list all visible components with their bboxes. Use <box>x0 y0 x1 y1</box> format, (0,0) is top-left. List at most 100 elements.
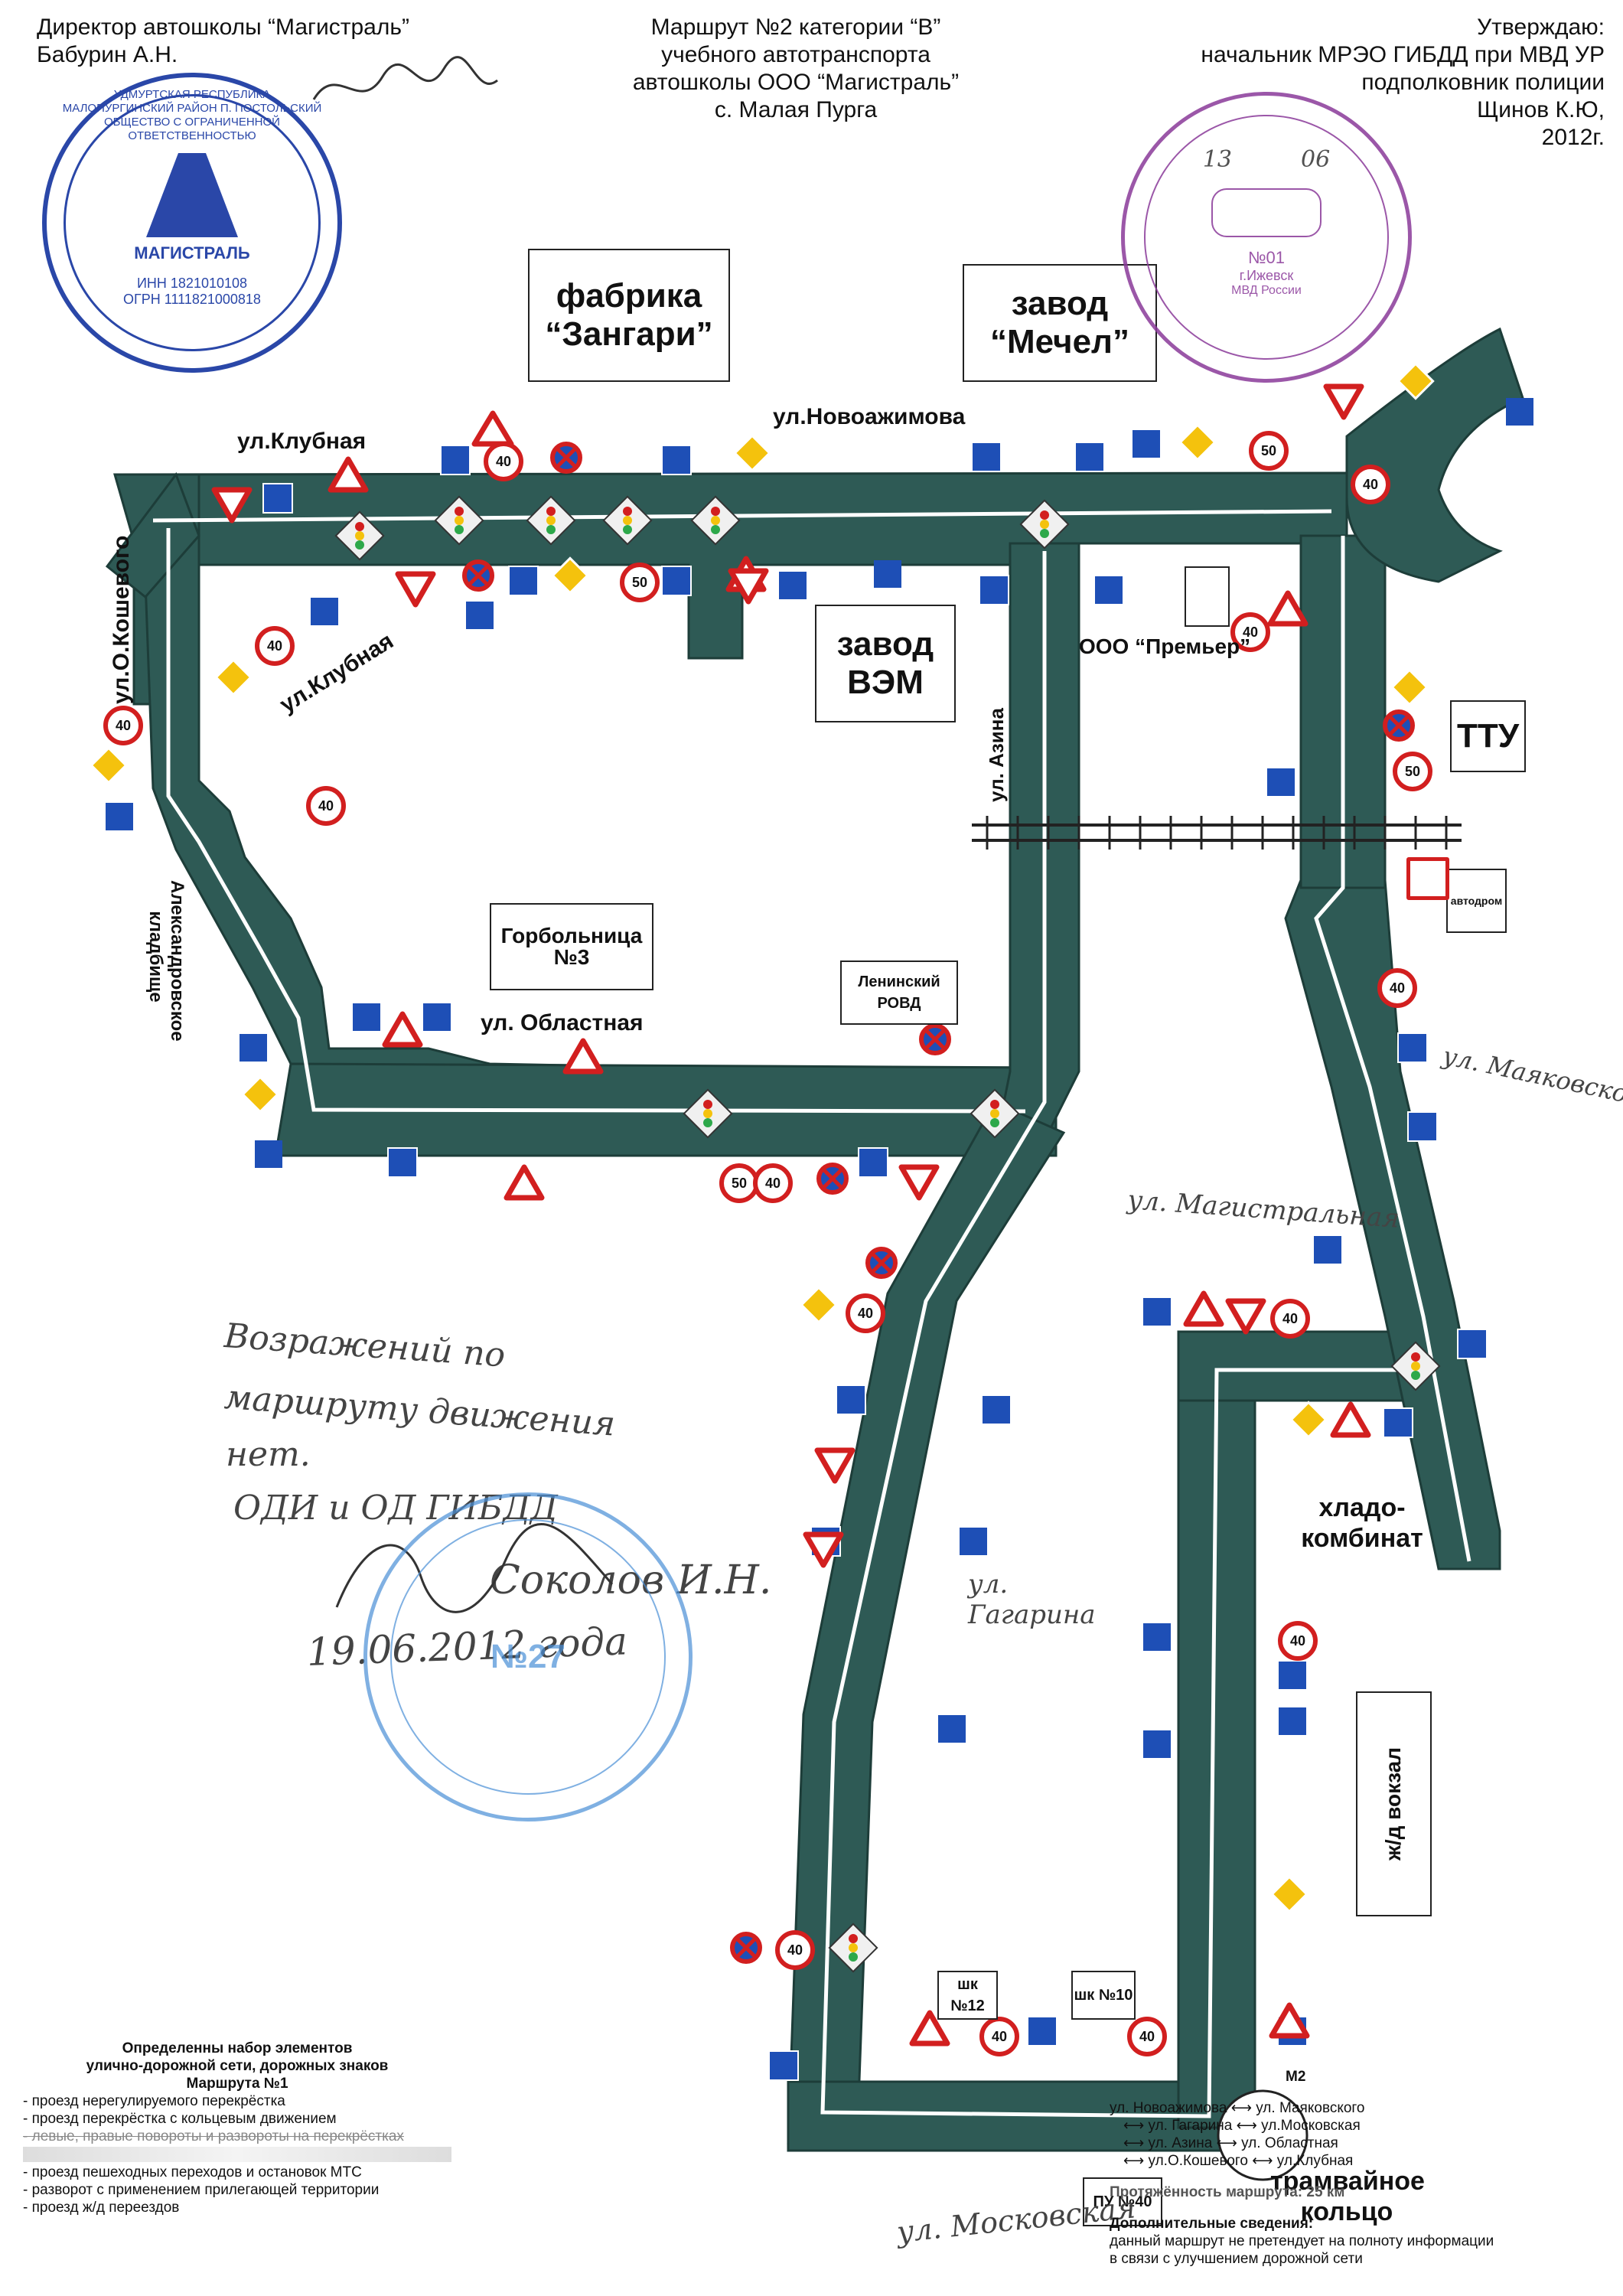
street-kladbishche: Александровское кладбище <box>145 880 187 1042</box>
pedestrian-crossing-icon <box>661 566 692 596</box>
building-pu40: ПУ №40 <box>1083 2177 1162 2226</box>
warning-triangle-icon <box>1183 1290 1224 1327</box>
give-way-icon <box>898 1164 940 1201</box>
speed-limit-40-icon: 40 <box>255 626 295 666</box>
speed-limit-40-icon: 40 <box>775 1930 815 1970</box>
legend-title-3: Маршрута №1 <box>186 2076 288 2092</box>
legend: Определенны набор элементов улично-дорож… <box>23 2040 451 2216</box>
pedestrian-crossing-icon <box>238 1032 269 1063</box>
no-stopping-icon <box>462 559 494 592</box>
m2-line: ⟷ ул.О.Кошевого ⟷ ул.Клубная <box>1123 2153 1354 2169</box>
speed-limit-50-icon: 50 <box>1249 431 1289 471</box>
traffic-light-icon <box>683 1088 733 1139</box>
fuel-station-icon <box>874 560 901 588</box>
speed-limit-40-icon: 40 <box>1278 1621 1318 1661</box>
warning-triangle-icon <box>1330 1401 1371 1438</box>
handwritten-gagarina: ул. Гагарина <box>968 1569 1096 1630</box>
pedestrian-crossing-icon <box>104 801 135 832</box>
fuel-station-icon <box>779 572 807 599</box>
give-way-signs <box>211 383 1364 1568</box>
pedestrian-crossing-icon <box>1277 1660 1308 1691</box>
speed-limit-50-icon: 50 <box>1393 752 1432 791</box>
priority-road-icon <box>733 434 771 472</box>
priority-road-icon <box>241 1075 279 1114</box>
give-way-icon <box>1225 1298 1266 1335</box>
building-tty: ТТУ <box>1450 700 1526 772</box>
m2-line: ул. Новоажимова ⟷ ул. Маяковского <box>1110 2100 1365 2116</box>
street-oblastnaya: ул. Областная <box>481 1010 644 1035</box>
warning-triangle-icon <box>562 1038 604 1075</box>
pedestrian-crossing-icon <box>1093 575 1124 605</box>
pedestrian-crossing-icon <box>508 566 539 596</box>
pedestrian-crossing-icon <box>768 2050 799 2081</box>
director-title: Директор автошколы “Магистраль” <box>37 15 409 40</box>
speed-limit-40-icon: 40 <box>1127 2017 1167 2056</box>
give-way-icon <box>814 1447 855 1484</box>
speed-limit-40-icon: 40 <box>1377 968 1417 1008</box>
m2-length: Протяжённость маршрута: 25 км <box>1110 2184 1345 2200</box>
speed-limit-40-icon: 40 <box>753 1163 793 1203</box>
traffic-lights <box>334 495 1441 1973</box>
give-way-icon <box>395 571 436 608</box>
speed-limit-40-icon: 40 <box>1351 465 1390 504</box>
legend-item: - разворот с применением прилегающей тер… <box>23 2182 380 2198</box>
legend-title-1: Определенны набор элементов <box>122 2040 353 2056</box>
warning-triangle-icon <box>909 2010 950 2047</box>
priority-road-icon <box>1396 362 1435 400</box>
traffic-light-icon <box>334 510 385 561</box>
traffic-light-icon <box>602 495 653 546</box>
stamp-school: УДМУРТСКАЯ РЕСПУБЛИКА МАЛОПУРГИНСКИЙ РАЙ… <box>42 73 342 373</box>
building-gorbolnitsa: Горбольница №3 <box>490 903 653 990</box>
no-stopping-signs <box>462 442 1415 1964</box>
traffic-light-icon <box>434 495 484 546</box>
pedestrian-crossing-icon <box>422 1002 452 1032</box>
building-shk10: шк №10 <box>1071 1971 1136 2020</box>
header-center: Маршрут №2 категории “В” учебного автотр… <box>582 14 1010 124</box>
fuel-station-icon <box>1314 1236 1341 1264</box>
director-signature <box>312 56 498 100</box>
note-line-3: нет. <box>226 1435 311 1474</box>
warning-triangle-icon <box>1269 2002 1310 2039</box>
legend-item: - проезд ж/д переездов <box>23 2200 180 2216</box>
speed-limit-40-icon: 40 <box>103 706 143 745</box>
no-stopping-icon <box>550 442 582 474</box>
pedestrian-crossing-signs <box>104 442 1488 2081</box>
legend-item: - левые, правые повороты и развороты на … <box>23 2128 404 2144</box>
approver-rank: подполковник полиции <box>1361 70 1605 95</box>
speed-limit-40-icon: 40 <box>846 1293 885 1333</box>
speed-limit-40-icon: 40 <box>1230 612 1270 652</box>
warning-triangle-icon <box>328 456 369 493</box>
street-klubnaya-top: ул.Клубная <box>237 429 367 454</box>
fuel-station-icon <box>1133 430 1160 458</box>
m2-extra-line: данный маршрут не претендует на полноту … <box>1110 2233 1494 2249</box>
building-vem: завод ВЭМ <box>815 605 956 722</box>
building-rovd: Ленинский РОВД <box>840 960 958 1025</box>
pedestrian-crossing-icon <box>351 1002 382 1032</box>
stamp-gibdd: 13 06 №01 г.Ижевск МВД России <box>1121 92 1412 383</box>
stamp-ring-text: УДМУРТСКАЯ РЕСПУБЛИКА МАЛОПУРГИНСКИЙ РАЙ… <box>62 88 322 142</box>
legend-item: - проезд пешеходных переходов и останово… <box>23 2164 362 2180</box>
legend-item: - проезд перекрёстка с кольцевым движени… <box>23 2111 337 2127</box>
pedestrian-crossing-icon <box>1142 1729 1172 1760</box>
pedestrian-crossing-icon <box>661 445 692 475</box>
route-subtitle: учебного автотранспорта <box>661 42 930 67</box>
traffic-light-icon <box>526 495 576 546</box>
priority-road-icon <box>1270 1875 1309 1913</box>
pedestrian-crossing-icon <box>387 1147 418 1178</box>
building-zangari: фабрика “Зангари” <box>528 249 730 382</box>
give-way-icon <box>728 568 769 605</box>
give-way-icon <box>211 487 253 523</box>
building-premier-box <box>1185 566 1230 627</box>
legend-title-2: улично-дорожной сети, дорожных знаков <box>86 2058 389 2074</box>
pedestrian-crossing-icon <box>958 1526 989 1557</box>
m2-extra-line: в связи с улучшением дорожной сети <box>1110 2251 1363 2267</box>
traffic-light-icon <box>690 495 741 546</box>
no-stopping-icon <box>730 1932 762 1964</box>
street-novoazhimova: ул.Новоажимова <box>773 404 966 429</box>
fuel-station-icon <box>255 1140 282 1168</box>
route-place: с. Малая Пурга <box>714 97 878 122</box>
speed-limit-50-icon: 50 <box>620 563 660 602</box>
vokzal-label: ж/д вокзал <box>1381 1746 1406 1861</box>
m2-title: М2 <box>1286 2069 1306 2085</box>
khladokombinat-label: хладо- комбинат <box>1301 1493 1423 1553</box>
